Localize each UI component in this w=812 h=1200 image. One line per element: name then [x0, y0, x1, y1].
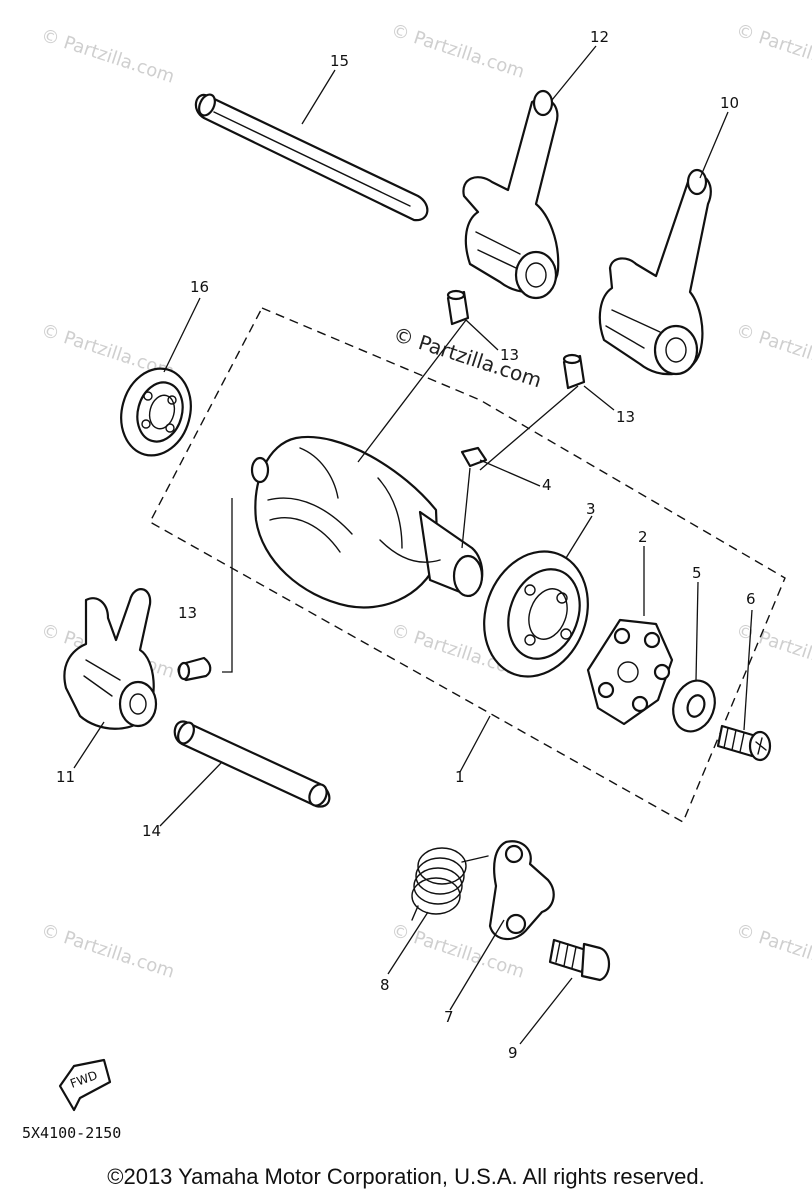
bearing-16	[120, 367, 192, 457]
watermark-text: © Partzilla.com	[38, 25, 177, 88]
callout-13-upper: 13	[500, 346, 519, 364]
callout-4: 4	[542, 476, 552, 494]
watermark-text: © Partzilla.com	[388, 20, 527, 83]
washer-5	[672, 679, 716, 733]
callout-13-left: 13	[178, 604, 197, 622]
callout-7: 7	[444, 1008, 454, 1026]
bearing-3	[483, 550, 589, 678]
callout-1: 1	[455, 768, 465, 786]
guide-bar-top	[194, 93, 429, 222]
diagram-code: 5X4100-2150	[22, 1124, 122, 1142]
dowel-pin-13-right	[562, 353, 586, 390]
watermark-text: © Partzilla.com	[38, 920, 177, 983]
callout-labels: 1 2 3 4 5 6 7 8 9 10 11 12 13 13 13 14 1…	[56, 28, 756, 1062]
callout-13-right: 13	[616, 408, 635, 426]
shift-cam-assembly-outline	[149, 307, 786, 823]
bolt-9	[548, 938, 611, 982]
callout-6: 6	[746, 590, 756, 608]
callout-11: 11	[56, 768, 75, 786]
watermark-text: © Partzilla.com	[733, 920, 812, 983]
dowel-pin-13-upper	[446, 289, 470, 326]
shift-fork-11	[63, 588, 158, 730]
watermark-text: © Partzilla.com	[733, 320, 812, 383]
callout-15: 15	[330, 52, 349, 70]
callout-2: 2	[638, 528, 648, 546]
screw-6	[716, 724, 772, 762]
callout-14: 14	[142, 822, 161, 840]
callout-10: 10	[720, 94, 739, 112]
copyright-notice: ©2013 Yamaha Motor Corporation, U.S.A. A…	[107, 1164, 705, 1189]
segment-2	[586, 618, 674, 726]
callout-leader-lines	[73, 45, 753, 1045]
callout-8: 8	[380, 976, 390, 994]
spring-8	[411, 847, 489, 921]
callout-12: 12	[590, 28, 609, 46]
callout-16: 16	[190, 278, 209, 296]
dowel-pin-13-left	[177, 656, 212, 682]
watermark-text: © Partzilla.com	[733, 20, 812, 83]
fwd-arrow-icon: FWD	[58, 1058, 112, 1112]
shift-cam-drum	[250, 435, 484, 609]
watermark-center: © Partzilla.com	[390, 322, 544, 393]
segment-4	[460, 446, 488, 468]
shift-fork-12	[462, 89, 560, 300]
stopper-lever-7	[488, 840, 555, 941]
guide-bar-lower	[173, 720, 331, 808]
callout-3: 3	[586, 500, 596, 518]
callout-9: 9	[508, 1044, 518, 1062]
exploded-parts-diagram: © Partzilla.com © Partzilla.com © Partzi…	[38, 20, 812, 1112]
callout-5: 5	[692, 564, 702, 582]
shift-fork-10	[598, 168, 712, 376]
